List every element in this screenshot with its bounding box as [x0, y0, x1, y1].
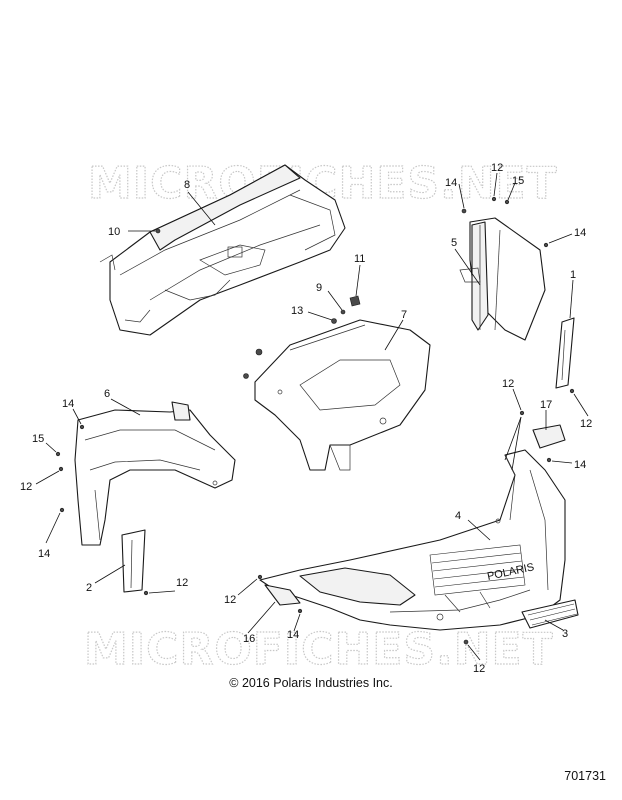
- fastener-14-fender[interactable]: [79, 424, 85, 430]
- fastener-14-bottom[interactable]: [297, 608, 303, 614]
- callout-2[interactable]: 2: [86, 582, 92, 594]
- callout-17[interactable]: 17: [540, 399, 552, 411]
- callout-14-bumper[interactable]: 14: [574, 459, 586, 471]
- part-16-bracket[interactable]: [264, 584, 301, 606]
- part-8-cargo-bed[interactable]: [99, 164, 346, 336]
- callout-12-bracket[interactable]: 12: [176, 577, 188, 589]
- fastener-12-fender[interactable]: [58, 466, 64, 472]
- part-7-hood[interactable]: [254, 319, 431, 471]
- callout-6[interactable]: 6: [104, 388, 110, 400]
- callout-14-fender[interactable]: 14: [62, 398, 74, 410]
- copyright-notice: © 2016 Polaris Industries Inc.: [229, 676, 393, 690]
- fastener-10[interactable]: [155, 228, 161, 234]
- callout-8[interactable]: 8: [184, 179, 190, 191]
- callout-5[interactable]: 5: [451, 237, 457, 249]
- part-3-grille-insert[interactable]: [521, 599, 579, 629]
- callout-12-right[interactable]: 12: [580, 418, 592, 430]
- fastener-13[interactable]: [331, 318, 337, 324]
- callout-4[interactable]: 4: [455, 510, 461, 522]
- callout-12-top[interactable]: 12: [491, 162, 503, 174]
- fastener-12-right[interactable]: [569, 388, 575, 394]
- fastener-15-fender[interactable]: [55, 451, 61, 457]
- watermark-bottom: MICROFICHES.NET: [84, 624, 554, 675]
- callout-14-top[interactable]: 14: [445, 177, 457, 189]
- part-2-lower-bracket[interactable]: [121, 529, 146, 593]
- fastener-9[interactable]: [340, 309, 346, 315]
- callout-12-bottom[interactable]: 12: [473, 663, 485, 675]
- callout-12-fender[interactable]: 12: [20, 481, 32, 493]
- fastener-hood-a[interactable]: [255, 348, 263, 356]
- callout-7[interactable]: 7: [401, 309, 407, 321]
- fastener-15-top[interactable]: [504, 199, 510, 205]
- part-5-side-panel[interactable]: [459, 217, 546, 341]
- part-17-block[interactable]: [532, 424, 566, 449]
- fastener-11[interactable]: [349, 295, 361, 307]
- fastener-14-lower[interactable]: [59, 507, 65, 513]
- callout-12-left[interactable]: 12: [224, 594, 236, 606]
- fastener-12-bumper[interactable]: [519, 410, 525, 416]
- callout-15-fender[interactable]: 15: [32, 433, 44, 445]
- fastener-12-left[interactable]: [257, 574, 263, 580]
- part-6-front-fender[interactable]: [74, 401, 236, 546]
- fastener-14-bumper[interactable]: [546, 457, 552, 463]
- part-4-front-bumper[interactable]: POLARIS: [259, 449, 566, 631]
- callout-14-bottom[interactable]: 14: [287, 629, 299, 641]
- fasteners: [55, 196, 575, 645]
- fastener-hood-b[interactable]: [243, 373, 249, 379]
- callout-14-right[interactable]: 14: [574, 227, 586, 239]
- fastener-12-bottom[interactable]: [463, 639, 469, 645]
- part-1-bracket[interactable]: [555, 317, 575, 389]
- callout-15-top[interactable]: 15: [512, 175, 524, 187]
- callout-16[interactable]: 16: [243, 633, 255, 645]
- leader-lines: [35, 172, 589, 661]
- callout-11[interactable]: 11: [354, 253, 365, 265]
- callout-9[interactable]: 9: [316, 282, 322, 294]
- callout-12-bumper[interactable]: 12: [502, 378, 514, 390]
- callout-13[interactable]: 13: [291, 305, 303, 317]
- callout-3[interactable]: 3: [562, 628, 568, 640]
- callout-1[interactable]: 1: [570, 269, 576, 281]
- fastener-14-right[interactable]: [543, 242, 549, 248]
- fastener-14-top[interactable]: [461, 208, 467, 214]
- document-number: 701731: [564, 769, 606, 783]
- callout-10[interactable]: 10: [108, 226, 120, 238]
- callouts: 8 10 11 9 13 7 5 14 12 15 14 1 12 12 17 …: [20, 162, 592, 675]
- fastener-12-top[interactable]: [491, 196, 497, 202]
- fastener-12-bracket[interactable]: [143, 590, 149, 596]
- callout-14-lower[interactable]: 14: [38, 548, 50, 560]
